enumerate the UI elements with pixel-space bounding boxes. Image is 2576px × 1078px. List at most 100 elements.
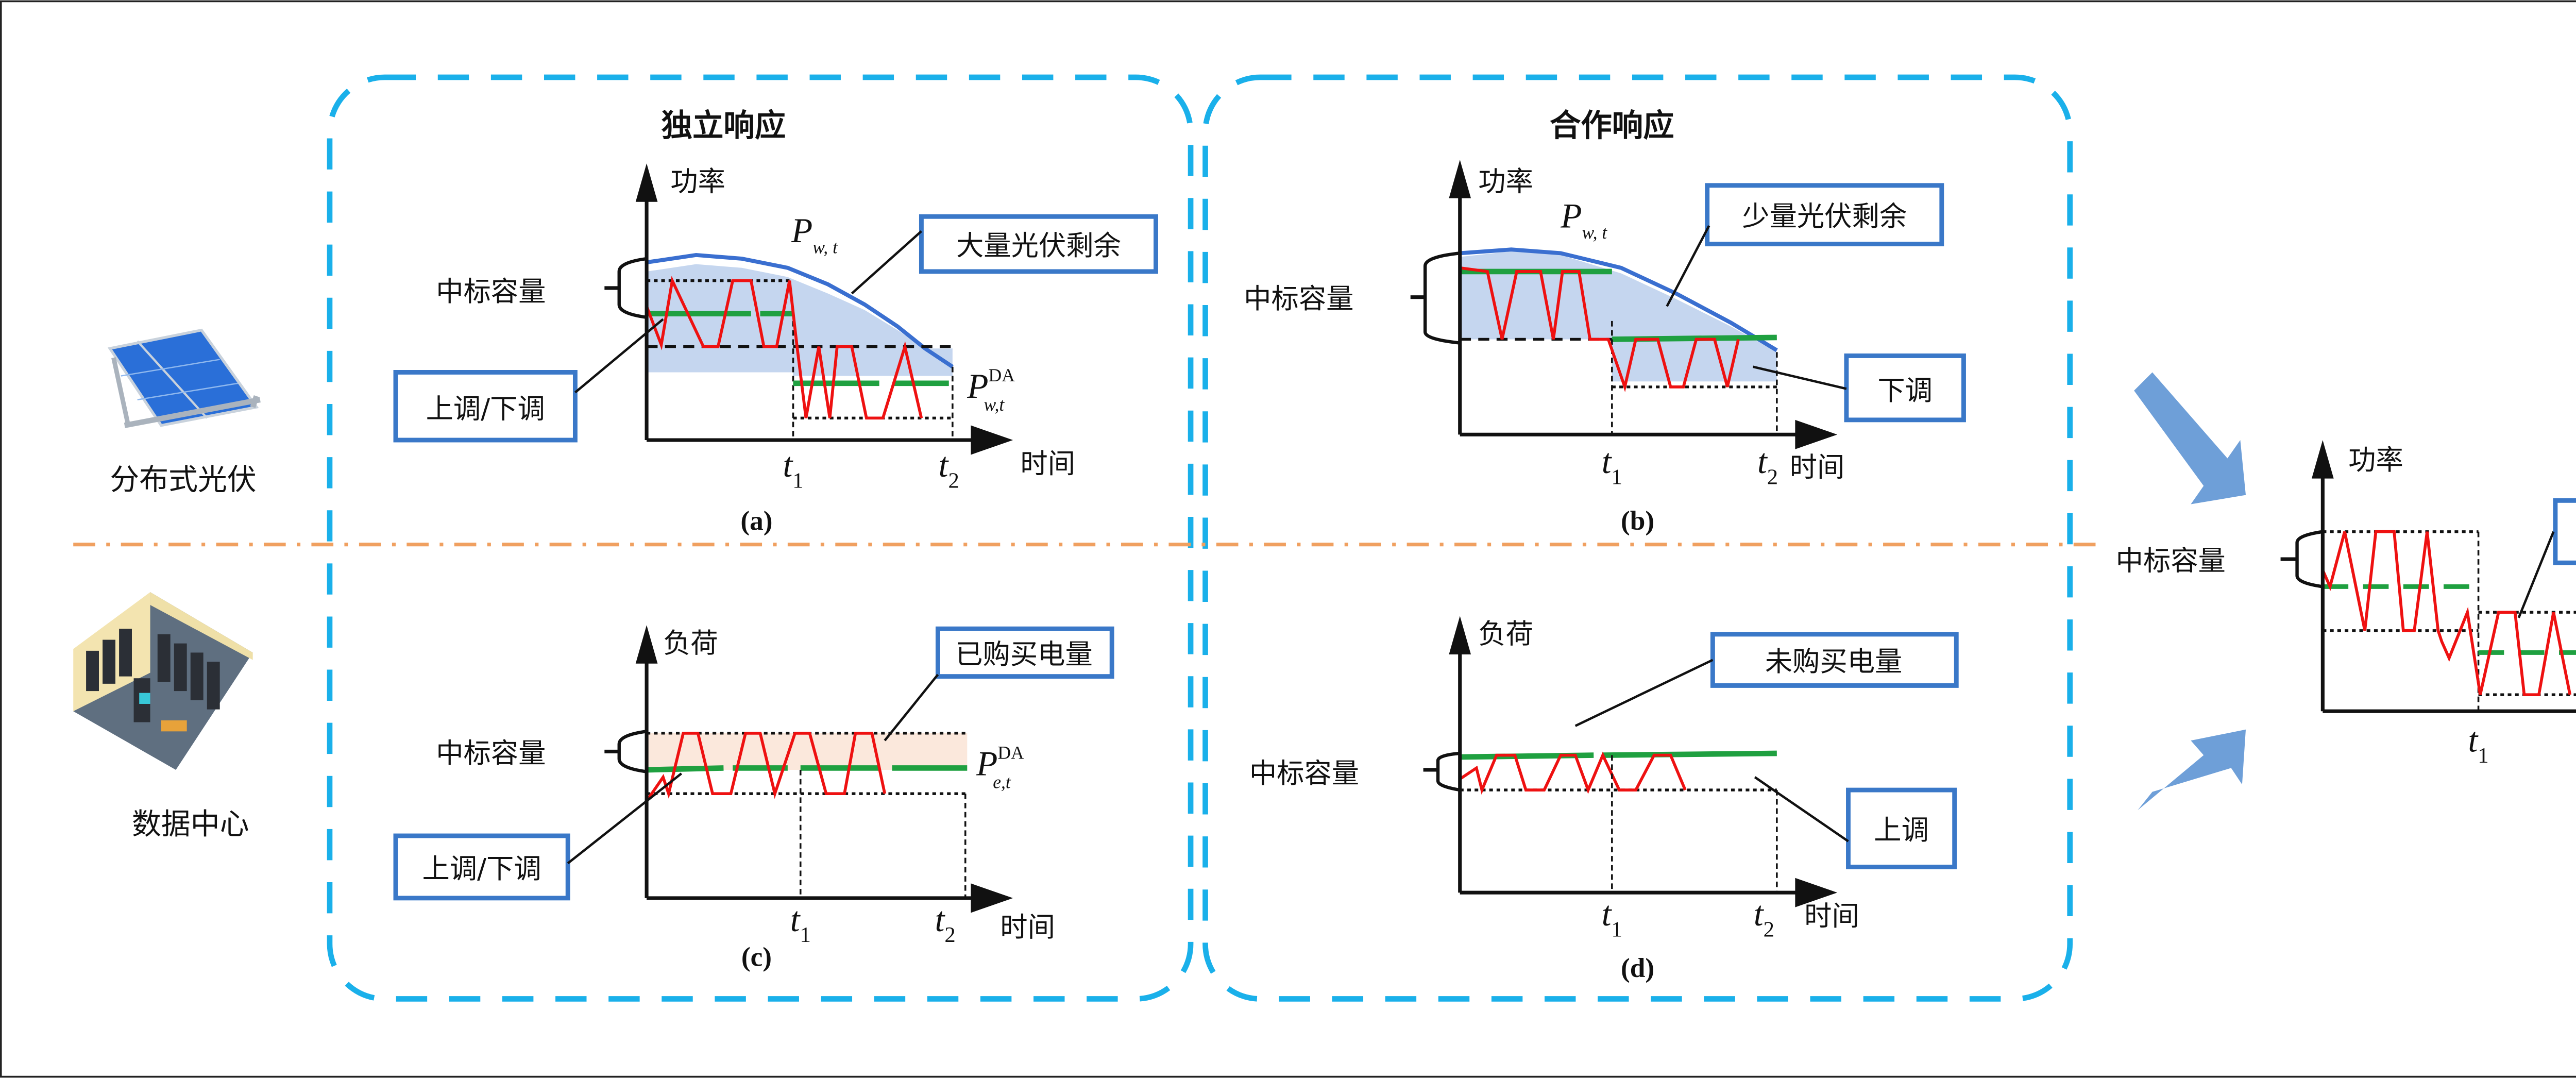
callout-surplus [919,214,1158,274]
x-axis-label: 时间 [1020,447,1075,480]
callout-adjust [1844,353,1966,423]
callout-purchased-text: 已购买电量 [955,638,1093,670]
t1-label: t1 [790,900,811,947]
label-distributed-pv: 分布式光伏 [110,463,256,497]
y-axis-label: 功率 [2348,444,2403,476]
callout-adjust [393,370,578,443]
bracket-icon [617,257,647,319]
y-axis-arrow-icon [635,625,658,664]
callout-adjust-text: 下调 [1877,374,1933,407]
data-center-icon [73,592,253,770]
t2-label: t2 [939,446,959,493]
callout-adjust-leader [574,318,664,394]
bracket-label: 中标容量 [1249,757,1359,789]
pv-surplus-area [1460,251,1777,382]
bracket-label: 中标容量 [2116,544,2226,577]
da-line-b [1602,750,1777,758]
callout-surplus-text: 大量光伏剩余 [956,229,1121,262]
x-axis-arrow-icon [971,425,1013,455]
adjust-curve [1460,266,1740,393]
t2-label: t2 [1757,442,1778,489]
callout-purchased-leader [884,673,939,742]
y-axis-label: 负荷 [1478,618,1533,650]
panel-result: 功率 时间 中标容量 上调/下调 t1 t2 [2116,440,2576,768]
title-cooperative: 合作响应 [1550,108,1674,144]
caption-b: (b) [1621,505,1654,536]
callout-surplus-leader [1666,225,1710,307]
x-axis-arrow-icon [1795,419,1838,449]
callout-adjust-text: 上调/下调 [422,852,541,885]
t1-label: t1 [783,446,803,493]
adjust-curve [2321,530,2572,697]
callout-unpurchased [1710,632,1959,688]
y-axis-arrow-icon [1449,160,1471,198]
y-axis-arrow-icon [2312,440,2334,479]
callout-adjust [1846,787,1957,869]
label-data-center: 数据中心 [132,807,249,841]
callout-unpurchased-text: 未购买电量 [1765,645,1903,678]
group-box-cooperative [1202,74,2073,1002]
y-axis-label: 负荷 [663,627,718,659]
bracket-icon [617,730,647,773]
pv-surplus-area [647,264,953,373]
callout-adjust-text: 上调 [1874,814,1929,846]
title-independent: 独立响应 [662,108,786,144]
y-axis-label: 功率 [1478,165,1533,197]
callout-adjust-leader [1754,776,1849,843]
curve-label: Pw, t [1560,197,1607,243]
purchased-area [647,733,968,770]
callout-purchased [935,626,1114,679]
bracket-label: 中标容量 [436,737,546,769]
callout-surplus [1705,183,1944,247]
callout-surplus-text: 少量光伏剩余 [1742,200,1907,232]
bracket-label: 中标容量 [1244,282,1353,315]
panel-d: 负荷 时间 中标容量 未购买电量 上调 t1 t2 (d) [1249,616,1959,983]
adjust-curve [1459,751,1687,795]
x-axis-label: 时间 [1790,451,1845,483]
callout-adjust-text: 上调/下调 [426,392,545,425]
merge-arrow-top-icon [2134,372,2246,504]
callout-adjust-leader [1753,365,1847,390]
callout-unpurchased-leader [1574,659,1714,727]
group-box-independent [327,74,1194,1002]
da-line [646,765,724,773]
t2-label: t2 [1754,895,1774,941]
t1-label: t1 [1602,442,1622,489]
y-axis-arrow-icon [635,163,658,202]
callout-adjust [2553,498,2576,565]
caption-c: (c) [741,941,772,972]
callout-adjust [393,833,570,901]
bracket-icon [1423,251,1461,345]
t2-label: t2 [935,900,956,947]
adjust-curve [645,276,923,420]
x-axis-arrow-icon [971,883,1013,913]
x-axis-label: 时间 [1000,911,1055,944]
bracket-icon [2295,530,2323,588]
pv-curve [1460,247,1778,352]
callout-surplus-leader [851,230,922,295]
callout-adjust-leader [2517,531,2555,618]
t1-label: t1 [2468,720,2489,767]
bracket-label: 中标容量 [436,275,546,308]
merge-arrow-bottom-icon [2138,729,2246,811]
pv-surplus-area-lower [793,348,953,376]
panel-b: 功率 时间 中标容量 Pw, t 少量光伏剩余 下调 t1 t2 (b) [1244,160,1966,536]
bracket-icon [1436,751,1461,792]
curve-label: Pw, t [791,211,838,257]
x-axis-label: 时间 [1804,900,1859,932]
pv-curve [646,252,954,369]
adjust-curve [645,732,887,802]
y-axis-label: 功率 [670,165,725,197]
caption-d: (d) [1621,952,1654,983]
t1-label: t1 [1602,895,1622,941]
caption-a: (a) [740,505,772,536]
y-axis-arrow-icon [1449,616,1471,654]
callout-adjust-leader [567,772,683,865]
solar-panel-icon [107,328,261,428]
